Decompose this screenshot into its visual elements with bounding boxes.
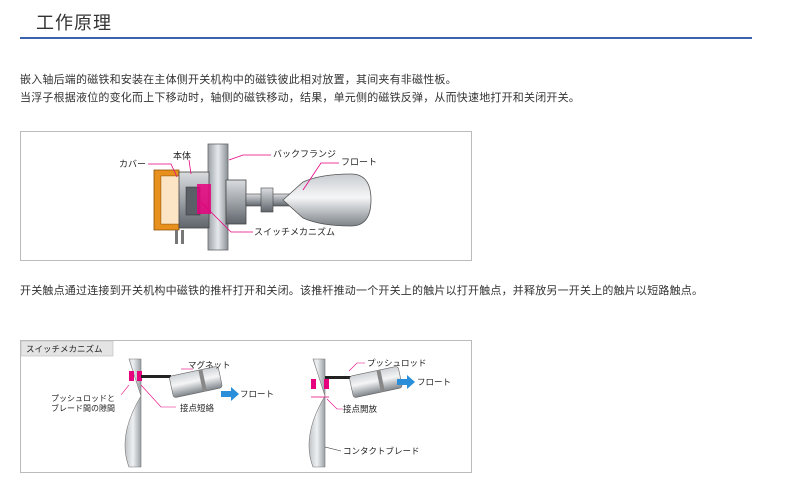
label-body: 本体 <box>173 150 191 162</box>
right-magnet <box>349 366 403 398</box>
mechanism-header: スイッチメカニズム <box>26 344 103 355</box>
right-arrow <box>397 375 415 389</box>
label-cover: カバー <box>119 159 146 170</box>
section-title: 工作原理 <box>36 13 112 34</box>
label-switch-mechanism: スイッチメカニズム <box>254 226 335 238</box>
float-switch-diagram: カバー 本体 バックフランジ フロート スイッチメカニズム <box>20 131 472 261</box>
float-switch-illustration: カバー 本体 バックフランジ フロート スイッチメカニズム <box>119 143 377 251</box>
label-float: フロート <box>341 158 377 168</box>
float-shape <box>282 173 372 227</box>
right-blade <box>308 358 326 468</box>
left-blade <box>124 358 142 468</box>
label-back-flange: バックフランジ <box>273 149 336 160</box>
switch-mechanism-illustration: スイッチメカニズム マグネット フロート プッシュロッドと ブレード間の隙間 接… <box>20 340 451 468</box>
label-magnet: マグネット <box>188 360 231 371</box>
left-arrow <box>221 387 239 401</box>
label-float-right: フロート <box>417 378 451 388</box>
label-contact-short: 接点短絡 <box>180 403 215 414</box>
label-gap-line1: プッシュロッドと <box>51 394 115 403</box>
contact-paragraph: 开关触点通过连接到开关机构中磁铁的推杆打开和关闭。该推杆推动一个开关上的触片以打… <box>20 284 704 297</box>
left-magnet <box>169 366 223 398</box>
intro-paragraph-1: 嵌入轴后端的磁铁和安装在主体侧开关机构中的磁铁彼此相对放置，其间夹有非磁性板。 <box>20 73 457 86</box>
intro-paragraph-2: 当浮子根据液位的变化而上下移动时，轴侧的磁铁移动，结果，单元侧的磁铁反弹，从而快… <box>20 91 580 104</box>
label-contact-blade: コンタクトブレード <box>343 446 420 457</box>
label-float-left: フロート <box>240 390 274 400</box>
label-pushrod: プッシュロッド <box>367 359 427 369</box>
label-contact-open: 接点開放 <box>343 404 378 415</box>
switch-mechanism-diagram: スイッチメカニズム マグネット フロート プッシュロッドと ブレード間の隙間 接… <box>20 340 472 473</box>
label-gap-line2: ブレード間の隙間 <box>51 403 115 413</box>
title-divider <box>20 37 752 39</box>
